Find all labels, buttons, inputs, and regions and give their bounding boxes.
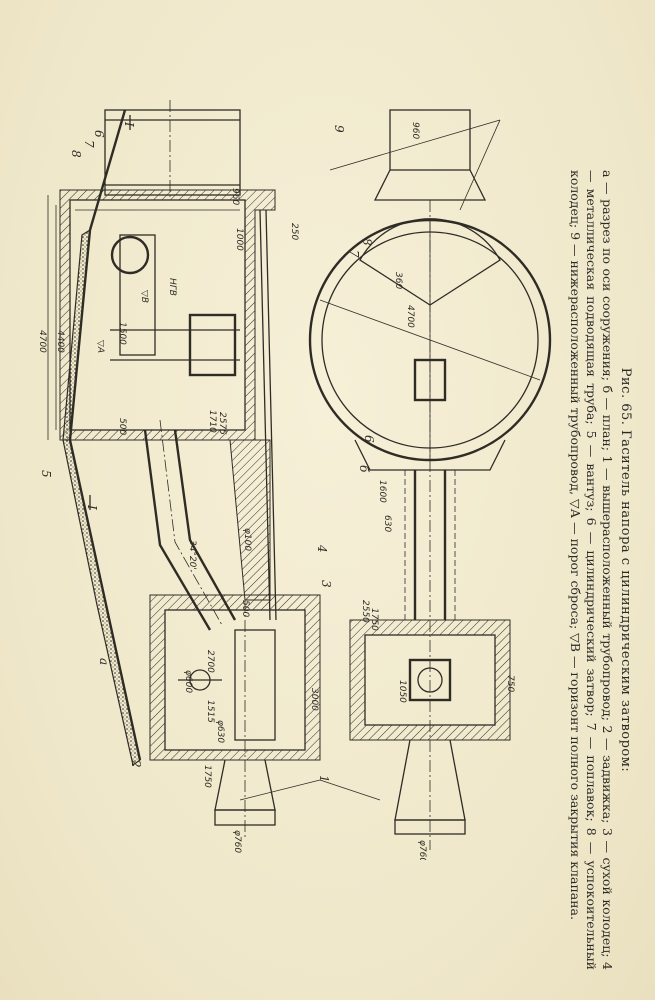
dim-750: 750 (505, 675, 515, 692)
label-9: 9 (332, 125, 346, 133)
section-mark-2: I (85, 504, 99, 510)
dim-1500: 1500 (117, 322, 127, 345)
section-view (47, 100, 321, 840)
stilling-well (69, 199, 246, 431)
caption-title: Рис. 65. Гаситель напора с цилиндрически… (618, 367, 633, 773)
riser (119, 234, 156, 356)
leader-9b (459, 119, 501, 211)
dim-phi100: φ100 (242, 528, 252, 551)
dim-4400: 4400 (55, 330, 65, 353)
label-3: 3 (319, 580, 333, 588)
label-b: б (357, 465, 371, 473)
dim-1000: 1000 (234, 228, 244, 251)
vent-line (259, 209, 271, 621)
dim-1710: 1710 (207, 410, 217, 433)
dim-phi630: φ630 (215, 720, 225, 743)
dim-250: 250 (289, 223, 299, 240)
dim-960-a: 960 (230, 188, 240, 205)
label-4: 4 (315, 544, 329, 553)
section-mark-1: I (122, 121, 136, 127)
dim-500-b: 500 (240, 600, 250, 617)
dim-1050: 1050 (397, 680, 407, 703)
dim-1515: 1515 (205, 700, 215, 723)
dim-1750-b: 1750 (369, 608, 379, 631)
dim-500-a: 500 (117, 418, 127, 435)
plan-pipe-top (389, 109, 471, 171)
dim-1600: 1600 (377, 480, 387, 503)
dim-760-a: φ760 (232, 830, 242, 853)
label-2: 2 (129, 759, 143, 768)
float (110, 235, 150, 275)
dim-4700-b: 4700 (405, 305, 415, 328)
leader-1b (239, 779, 321, 801)
label-7: 7 (82, 140, 96, 148)
leader-1 (319, 779, 381, 801)
engineering-drawing: а б 1 2 3 4 5 6 7 8 9 8 7 6 I I ▽A ▽B НГ… (30, 60, 575, 860)
dim-960-b: 960 (410, 122, 420, 139)
drawing-svg: а б 1 2 3 4 5 6 7 8 9 8 7 6 I I ▽A ▽B НГ… (37, 100, 552, 860)
dim-360: 360 (393, 272, 403, 289)
vent-line (265, 209, 277, 621)
caption-body: а — разрез по оси сооружения; б — план; … (568, 170, 615, 970)
dim-3000: 3000 (309, 688, 319, 711)
inner-pipe (234, 629, 276, 741)
level-nhb: НГВ (167, 278, 177, 296)
dim-1750-a: 1750 (202, 765, 212, 788)
plan-spillway (359, 218, 501, 306)
cylindrical-gate (188, 313, 237, 377)
pipe-upper-edge (173, 429, 237, 621)
dim-630: 630 (382, 515, 392, 532)
label-6: 6 (92, 130, 106, 138)
dim-2550: 2550 (360, 600, 370, 623)
label-5: 5 (39, 470, 53, 478)
dim-2700: 2700 (205, 650, 215, 673)
dim-phi600: φ600 (183, 670, 193, 693)
plan-pipe-transition (373, 169, 487, 201)
label-6-plan: 6 (362, 435, 376, 443)
figure-caption: Рис. 65. Гаситель напора с цилиндрически… (533, 170, 633, 970)
dim-angle: 34°20' (187, 540, 197, 570)
dim-4700-a: 4700 (37, 330, 47, 353)
right-wall (229, 439, 271, 601)
soil-band (62, 228, 141, 767)
dim-2575: 2575 (217, 412, 227, 435)
label-a: а (97, 658, 111, 665)
labels: а б 1 2 3 4 5 6 7 8 9 8 7 6 I I ▽A ▽B НГ… (39, 121, 376, 783)
label-7-plan: 7 (347, 250, 361, 258)
dim-760-b: φ760 (417, 840, 427, 860)
pipe-axis (159, 419, 223, 626)
leader-9 (329, 119, 501, 171)
label-8: 8 (69, 150, 83, 158)
dimensions: 960 1000 250 4700 4400 1500 500 1710 257… (37, 122, 515, 860)
label-1: 1 (317, 775, 331, 783)
level-b: ▽B (139, 290, 149, 303)
level-a: ▽A (95, 340, 105, 353)
dry-well (164, 609, 306, 751)
plan-view (239, 109, 552, 850)
label-8-plan: 8 (360, 238, 374, 246)
